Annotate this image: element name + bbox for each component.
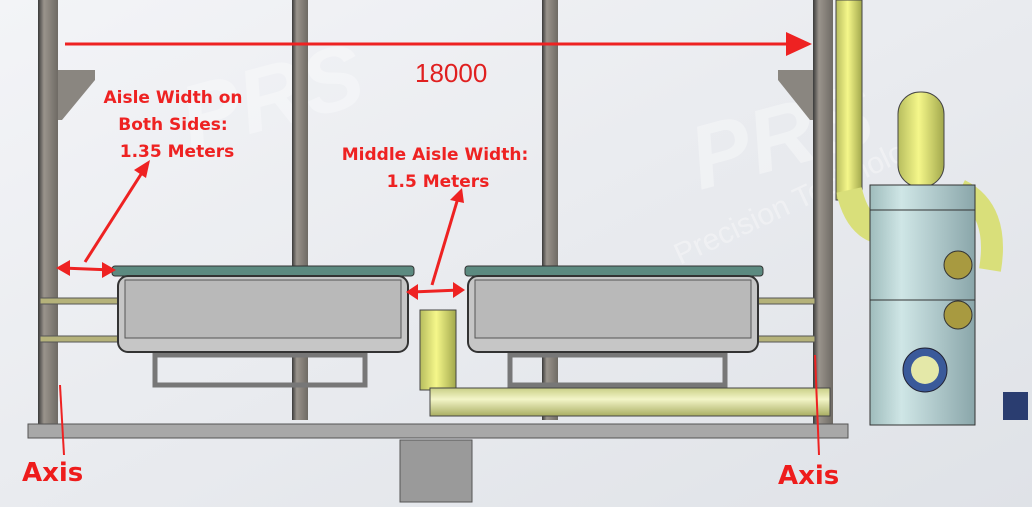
axis-left: Axis [22,384,83,488]
dimension-value: 18000 [415,58,487,88]
right-tank [464,265,764,353]
sump-tank [399,439,473,503]
axis-left-label: Axis [22,458,83,488]
overall-dimension: 18000 [65,32,812,88]
middle-aisle-annotation: Middle Aisle Width: 1.5 Meters [342,145,529,300]
scrubber-tower [869,184,1028,426]
middle-aisle-label-1: Middle Aisle Width: [342,145,529,165]
base-frame [27,297,849,439]
side-aisle-label-3: 1.35 Meters [120,142,234,162]
side-aisle-annotation: Aisle Width on Both Sides: 1.35 Meters [56,88,243,278]
axis-right: Axis [778,354,839,491]
middle-aisle-label-2: 1.5 Meters [387,172,490,192]
left-tank [111,265,415,353]
side-aisle-label-2: Both Sides: [118,115,227,135]
axis-right-label: Axis [778,461,839,491]
side-aisle-label-1: Aisle Width on [103,88,242,108]
